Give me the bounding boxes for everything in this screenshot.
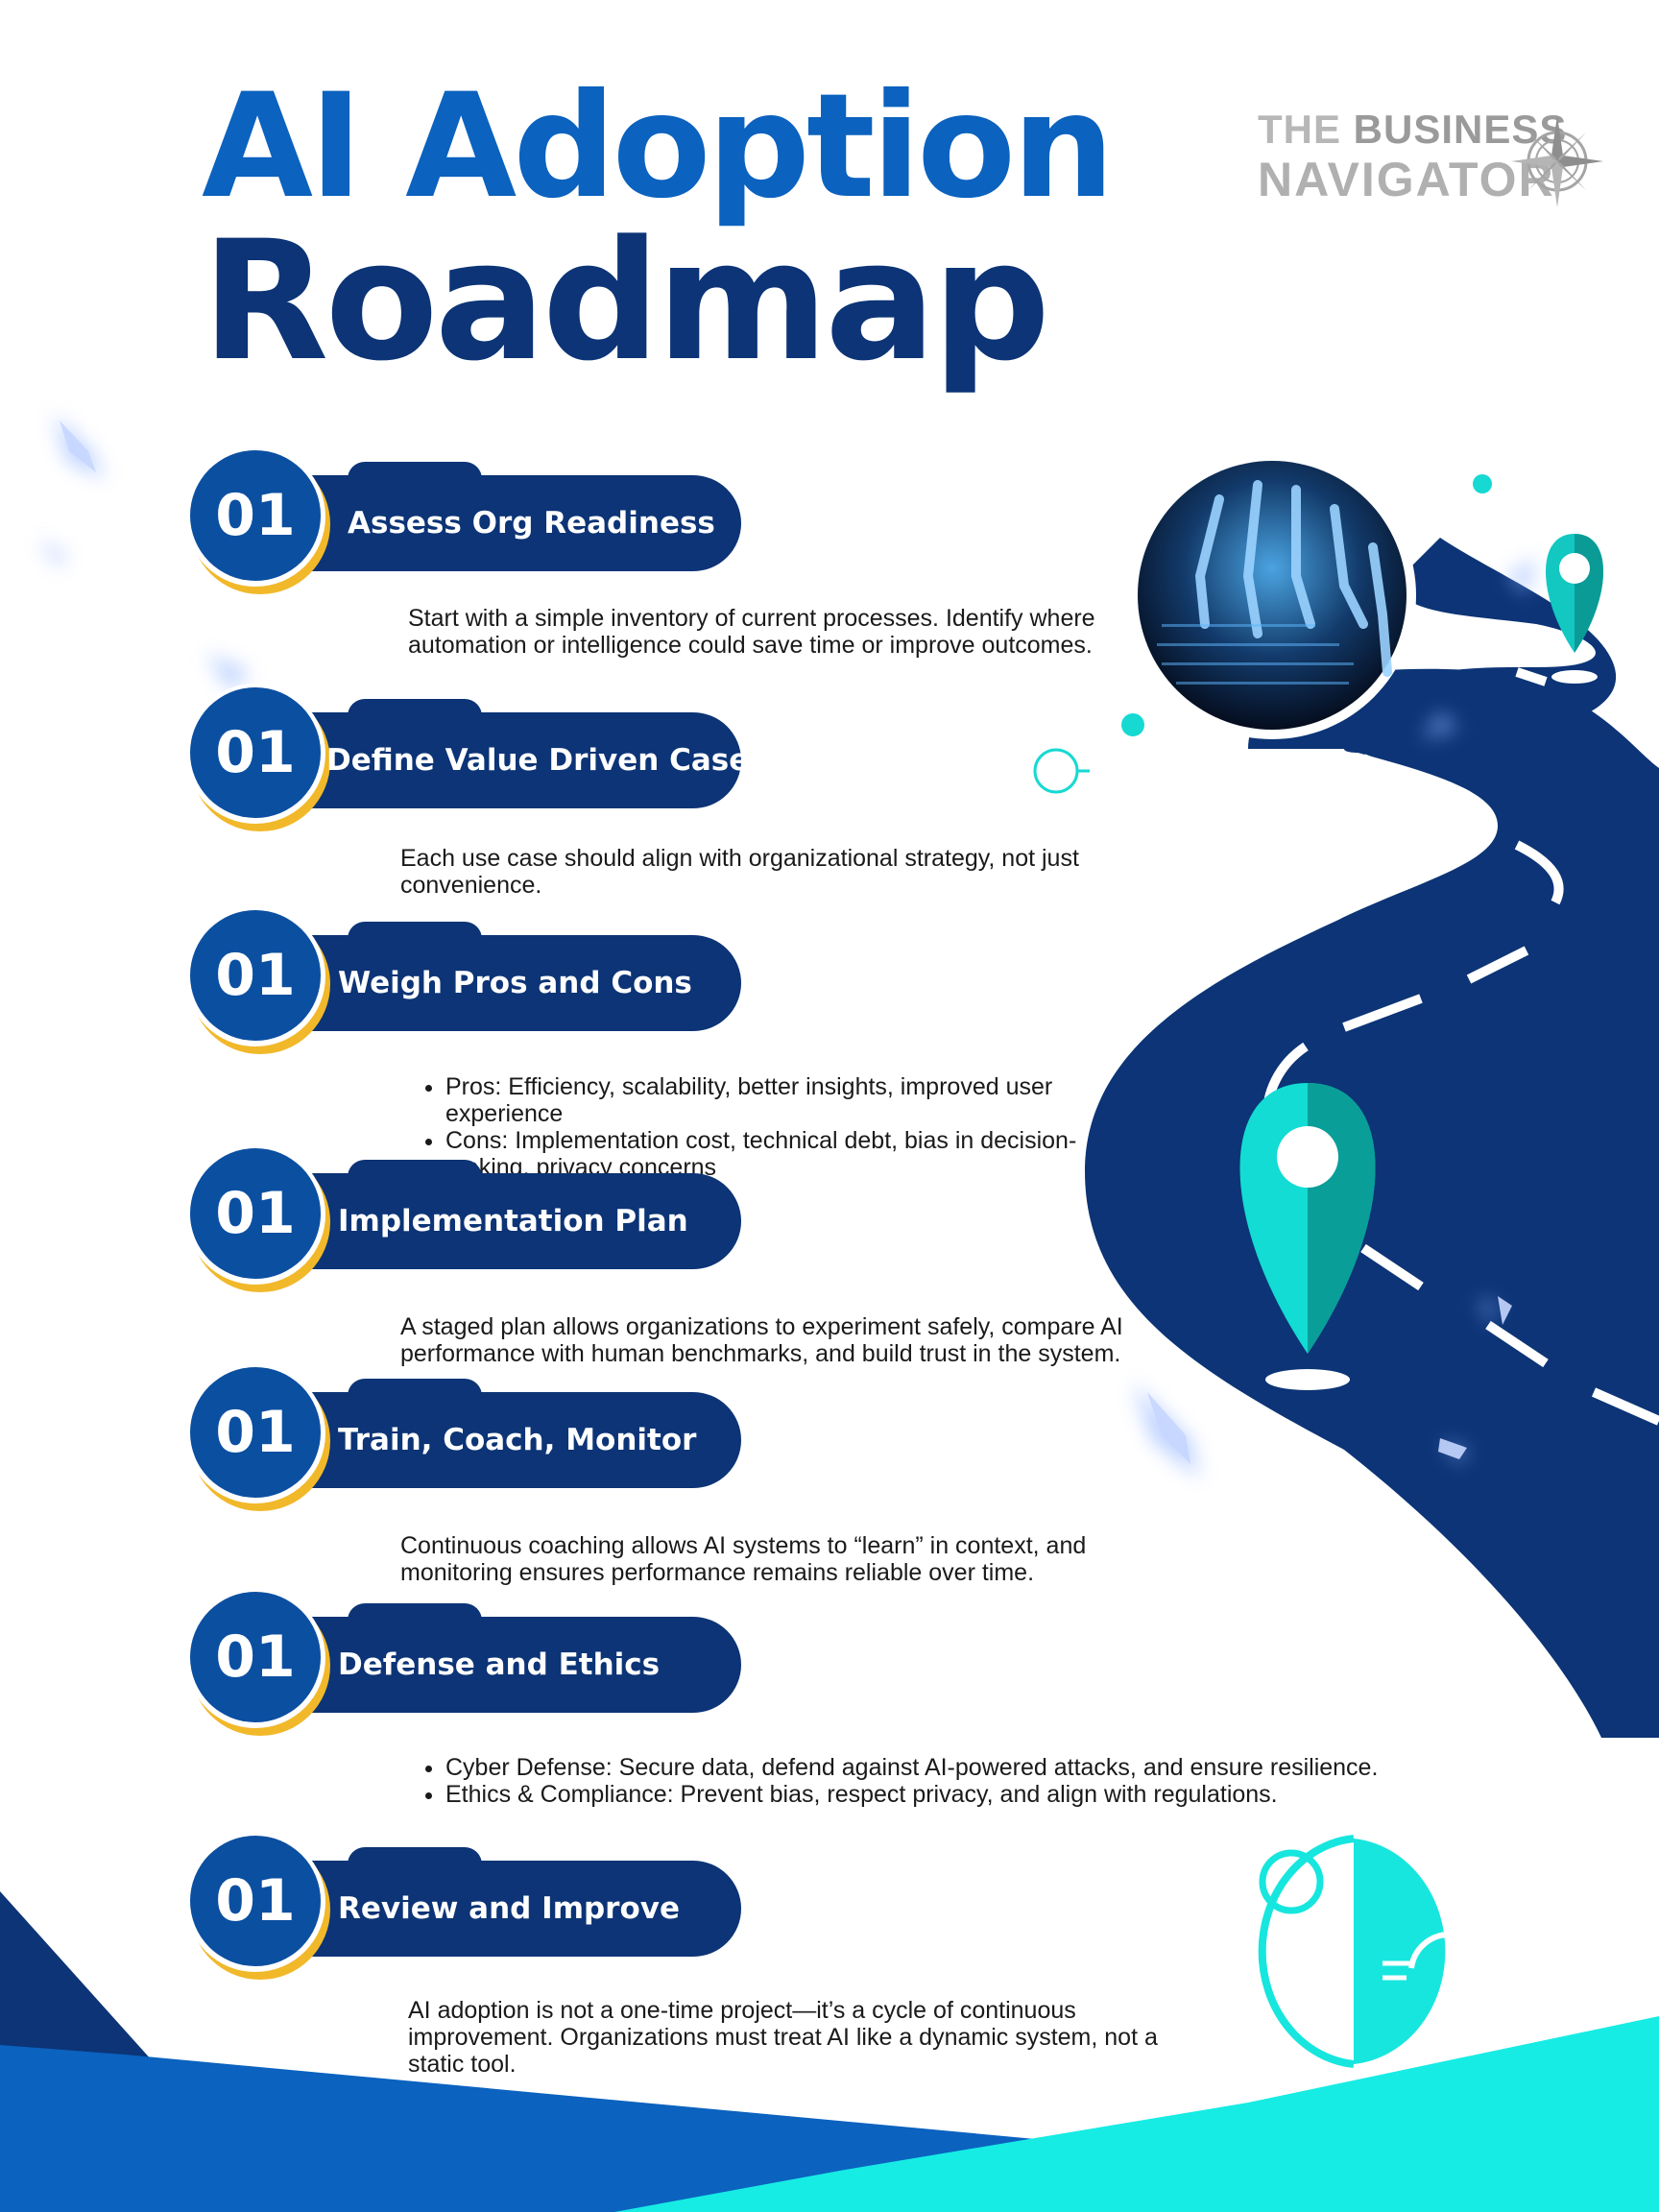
step-number: 01 (190, 1148, 321, 1279)
step-pill (261, 1392, 741, 1488)
light-shards (60, 421, 1512, 1464)
location-pin-small-icon (1546, 534, 1603, 684)
step-pill (261, 1861, 741, 1957)
bottom-teal-band (614, 2016, 1659, 2212)
step-4-description: A staged plan allows organizations to ex… (400, 1313, 1123, 1367)
step-title: Train, Coach, Monitor (338, 1423, 697, 1457)
page-title-line2: Roadmap (202, 204, 1050, 397)
step-2: 01 Define Value Driven Case (184, 680, 780, 843)
brand-line2: NAVIGATOR (1258, 153, 1555, 206)
step-pill (261, 1617, 741, 1713)
step-6-bullets: Cyber Defense: Secure data, defend again… (415, 1754, 1482, 1808)
step-title: Assess Org Readiness (348, 506, 715, 541)
step-title: Implementation Plan (338, 1204, 688, 1238)
step-4: 01 Implementation Plan (184, 1141, 780, 1304)
step-title: Review and Improve (338, 1891, 681, 1926)
step-5-description: Continuous coaching allows AI systems to… (400, 1532, 1087, 1586)
step-title: Defense and Ethics (338, 1647, 661, 1682)
step-pill (261, 475, 741, 571)
step-number: 01 (190, 910, 321, 1041)
step-title: Define Value Driven Case (326, 743, 750, 778)
step-number: 01 (190, 1836, 321, 1966)
step-number: 01 (190, 1592, 321, 1722)
brand-word-the: THE (1258, 107, 1341, 152)
step-1-description: Start with a simple inventory of current… (408, 605, 1095, 659)
page-title-line1: AI Adoption (202, 63, 1115, 230)
robot-photo (1138, 461, 1407, 730)
data-grid (1157, 624, 1354, 685)
teal-dot (1473, 474, 1492, 493)
step-5: 01 Train, Coach, Monitor (184, 1359, 780, 1523)
step-number: 01 (190, 450, 321, 581)
step-title: Weigh Pros and Cons (338, 966, 692, 1000)
bullet-cyber-defense: Cyber Defense: Secure data, defend again… (445, 1754, 1482, 1781)
teal-gauge-icon (1258, 1835, 1451, 2068)
step-7: 01 Review and Improve (184, 1828, 780, 1991)
step-1: 01 Assess Org Readiness (184, 443, 780, 606)
step-pill (261, 935, 741, 1031)
bullet-pros: Pros: Efficiency, scalability, better in… (445, 1073, 1146, 1127)
compass-icon (1511, 115, 1603, 207)
robot-hand-icon (1194, 480, 1392, 677)
bullet-ethics-compliance: Ethics & Compliance: Prevent bias, respe… (445, 1781, 1482, 1808)
brand-line1: THE BUSINESS (1258, 109, 1567, 150)
step-3: 01 Weigh Pros and Cons (184, 902, 780, 1066)
step-pill (261, 712, 741, 808)
teal-dot (1121, 713, 1144, 736)
brand-word-business: BUSINESS (1353, 107, 1568, 152)
step-7-description: AI adoption is not a one-time project—it… (408, 1997, 1158, 2078)
step-3-bullets: Pros: Efficiency, scalability, better in… (415, 1073, 1146, 1181)
location-pin-large-icon (1239, 1083, 1376, 1390)
bullet-cons: Cons: Implementation cost, technical deb… (445, 1127, 1146, 1181)
step-number: 01 (190, 687, 321, 818)
step-2-description: Each use case should align with organiza… (400, 845, 1079, 899)
teal-ring-icon (1033, 748, 1090, 794)
bottom-blue-band (0, 2045, 1056, 2212)
step-number: 01 (190, 1367, 321, 1498)
brand-logo: THE BUSINESS NAVIGATOR (1258, 109, 1567, 204)
step-6: 01 Defense and Ethics (184, 1584, 780, 1747)
step-pill (261, 1173, 741, 1269)
